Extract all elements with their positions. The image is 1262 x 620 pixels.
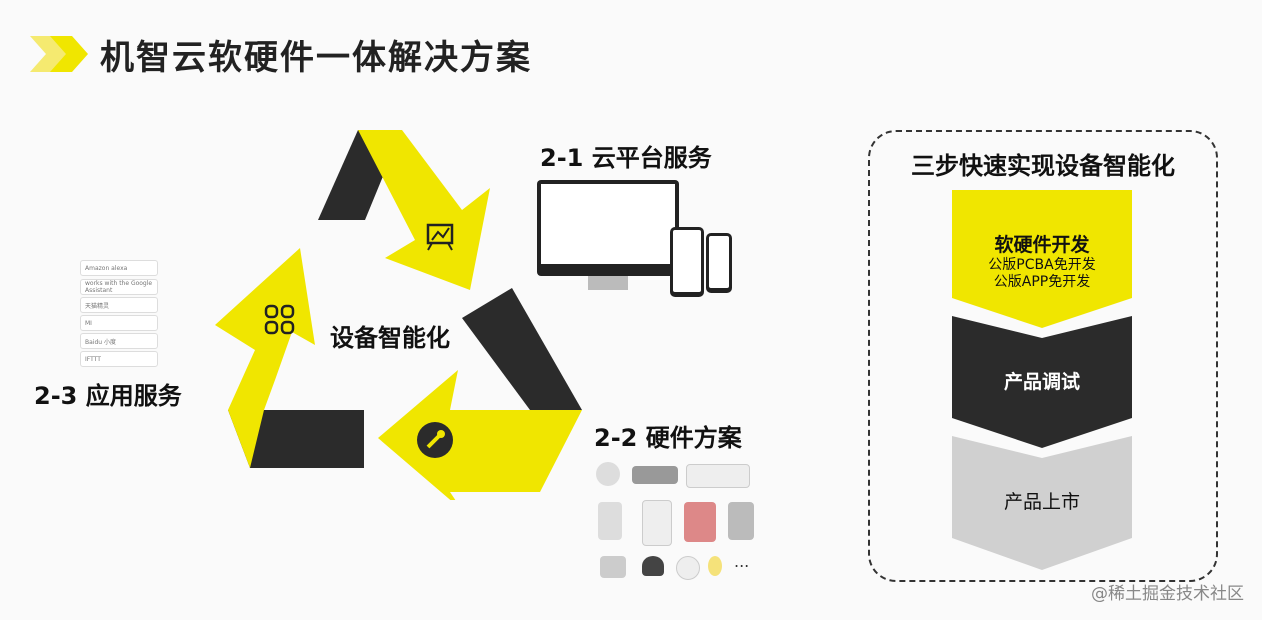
cloud-service-label: 2-1 云平台服务 [540,144,712,172]
more-devices: ... [734,552,750,571]
watermark: @稀土掘金技术社区 [1091,584,1244,604]
step-1-sub-1: 公版PCBA免开发 [988,256,1096,273]
device-air-conditioner [686,464,750,488]
right-arrow-yellow [378,370,582,500]
top-arrow-yellow [358,130,490,290]
device-dehumidifier [642,500,672,546]
device-camera [642,556,664,576]
device-curtain [684,502,716,542]
device-switch [600,556,626,578]
page-title: 机智云软硬件一体解决方案 [100,38,532,78]
left-arrow-dark [228,410,364,468]
cycle-diagram [215,130,582,500]
device-gateway [632,466,678,484]
phone-mockup [670,227,704,297]
steps-chevrons [952,190,1132,570]
hardware-label: 2-2 硬件方案 [594,424,742,452]
phone-mockup [706,233,732,293]
logo-baidu: Baidu 小度 [80,333,158,349]
step-2-title: 产品调试 [1003,370,1080,393]
logo-google-assistant: works with the Google Assistant [80,279,158,295]
center-label: 设备智能化 [330,324,450,352]
app-service-label: 2-3 应用服务 [34,382,182,410]
logo-tmall-genie: 天猫精灵 [80,297,158,313]
logo-alexa: Amazon alexa [80,260,158,276]
step-2: 产品调试 [952,360,1132,400]
steps-title: 三步快速实现设备智能化 [911,152,1175,180]
logo-ifttt: IFTTT [80,351,158,367]
title-chevron-icon [30,36,88,72]
presentation-chart-icon [420,217,460,257]
device-bulb [708,556,722,576]
left-arrow-yellow [215,248,315,468]
step-3: 产品上市 [952,480,1132,520]
steps-panel [868,130,1218,582]
step-1-title: 软硬件开发 [994,233,1090,256]
apps-grid-icon [264,304,295,335]
step-3-title: 产品上市 [1003,490,1080,513]
step-1: 软硬件开发 公版PCBA免开发 公版APP免开发 [952,220,1132,300]
cloud-platform-screenshot [537,180,679,276]
device-smoke-detector [676,556,700,580]
wrench-icon [417,422,453,458]
device-washing-machine [728,502,754,540]
monitor-stand [588,276,628,290]
device-sensor [596,462,620,486]
logo-mi: MI [80,315,158,331]
step-1-sub-2: 公版APP免开发 [993,273,1091,290]
right-arrow-dark [462,288,582,410]
device-air-purifier [598,502,622,540]
